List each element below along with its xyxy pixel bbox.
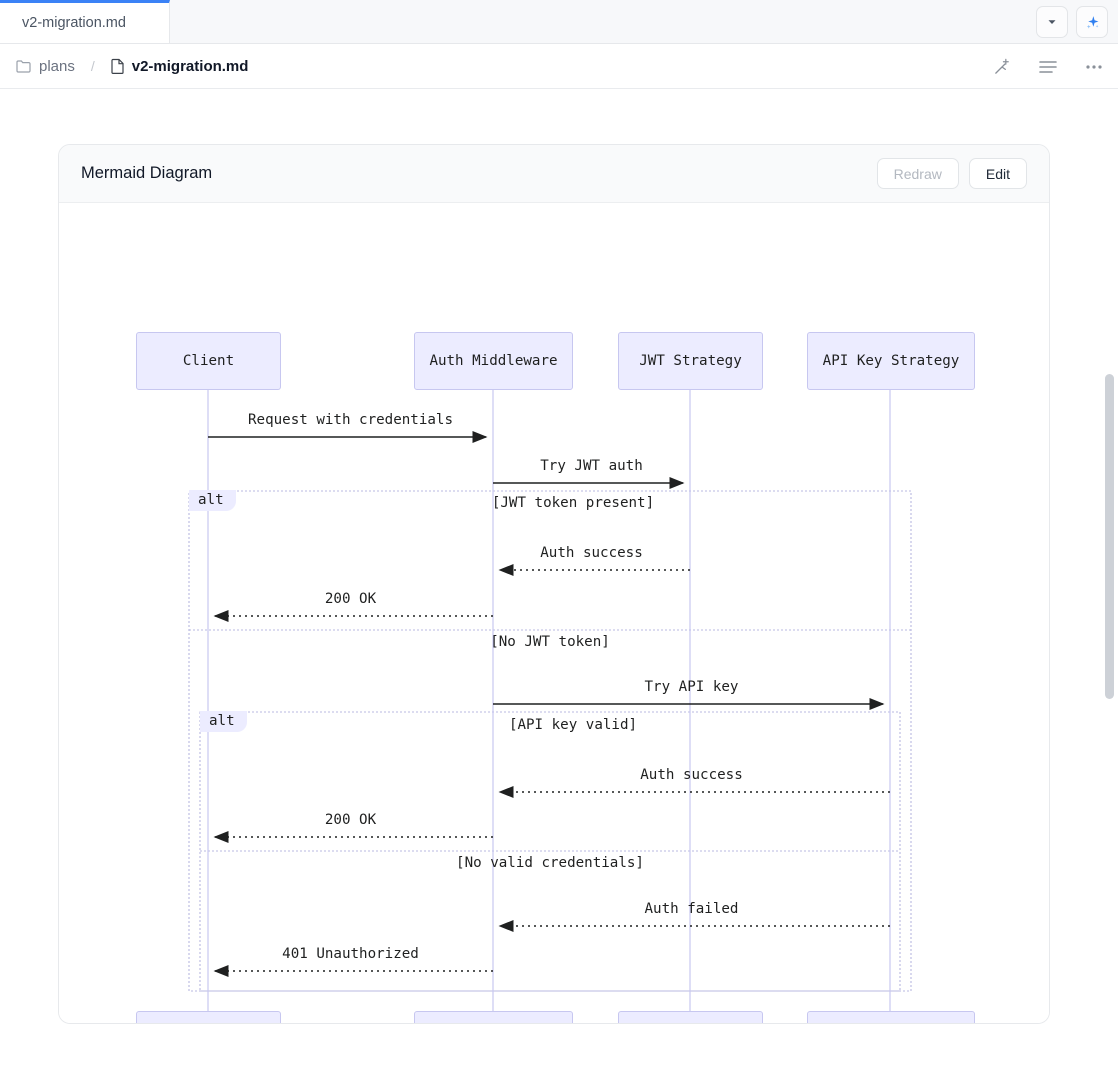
mermaid-diagram-card: Mermaid Diagram Redraw Edit xyxy=(58,144,1050,1024)
tab-label: v2-migration.md xyxy=(22,15,126,31)
alt-block-keyword: alt xyxy=(189,490,236,511)
magic-wand-icon xyxy=(995,58,1009,74)
message-label: 401 Unauthorized xyxy=(282,946,419,962)
message-label: Try JWT auth xyxy=(540,458,643,474)
tab-bar: v2-migration.md xyxy=(0,0,1118,44)
breadcrumb-file[interactable]: v2-migration.md xyxy=(131,57,249,75)
mermaid-canvas[interactable]: [JWT token present] [No JWT token] alt [API… xyxy=(59,203,1049,1023)
actor-box-bottom[interactable]: Client xyxy=(136,1011,281,1023)
menu-icon xyxy=(1039,60,1057,73)
message-label: Request with credentials xyxy=(248,412,453,428)
scrollbar-thumb[interactable] xyxy=(1105,374,1114,699)
ellipsis-icon xyxy=(1086,64,1102,69)
message-label: Auth success xyxy=(540,545,643,561)
sparkle-icon xyxy=(1086,15,1098,29)
alt-branch-condition: [JWT token present] xyxy=(491,495,655,511)
actor-box-bottom[interactable]: API Key Strategy xyxy=(807,1011,975,1023)
breadcrumb-separator: / xyxy=(90,58,95,74)
alt-branch-condition: [API key valid] xyxy=(508,717,638,733)
folder-icon xyxy=(16,59,31,73)
actor-box-top[interactable]: JWT Strategy xyxy=(618,332,763,390)
edit-button[interactable]: Edit xyxy=(968,158,1027,189)
redraw-button[interactable]: Redraw xyxy=(876,158,959,189)
tab-bar-actions xyxy=(1036,6,1108,38)
tab-v2-migration[interactable]: v2-migration.md xyxy=(0,0,170,43)
message-label: Try API key xyxy=(644,679,739,695)
chevron-down-icon xyxy=(1048,20,1056,24)
alt-branch-condition: [No JWT token] xyxy=(490,634,610,650)
message-label: 200 OK xyxy=(324,812,377,828)
message-label: Auth success xyxy=(640,767,743,783)
breadcrumb: plans / v2-migration.md xyxy=(16,58,248,75)
message-label: 200 OK xyxy=(324,591,377,607)
actor-box-bottom[interactable]: JWT Strategy xyxy=(618,1011,763,1023)
more-options-button[interactable] xyxy=(1084,64,1104,70)
card-actions: Redraw Edit xyxy=(876,158,1027,189)
document-scroll-area: Mermaid Diagram Redraw Edit xyxy=(0,89,1118,1080)
tab-dropdown-button[interactable] xyxy=(1036,6,1068,38)
actor-box-bottom[interactable]: Auth Middleware xyxy=(414,1011,573,1023)
breadcrumb-bar: plans / v2-migration.md xyxy=(0,44,1118,89)
actor-box-top[interactable]: Client xyxy=(136,332,281,390)
file-icon xyxy=(111,58,124,74)
alt-branch-condition: [No valid credentials] xyxy=(456,855,644,871)
card-header: Mermaid Diagram Redraw Edit xyxy=(59,145,1049,203)
magic-wand-button[interactable] xyxy=(993,57,1012,76)
actor-box-top[interactable]: Auth Middleware xyxy=(414,332,573,390)
sequence-diagram-svg xyxy=(188,390,912,1015)
actor-box-top[interactable]: API Key Strategy xyxy=(807,332,975,390)
message-label: Auth failed xyxy=(644,901,739,917)
document-toolbar xyxy=(993,44,1104,89)
new-ai-button[interactable] xyxy=(1076,6,1108,38)
alt-block-keyword: alt xyxy=(200,711,247,732)
breadcrumb-folder[interactable]: plans xyxy=(39,57,75,75)
card-title: Mermaid Diagram xyxy=(81,164,213,182)
outline-menu-button[interactable] xyxy=(1038,59,1058,75)
